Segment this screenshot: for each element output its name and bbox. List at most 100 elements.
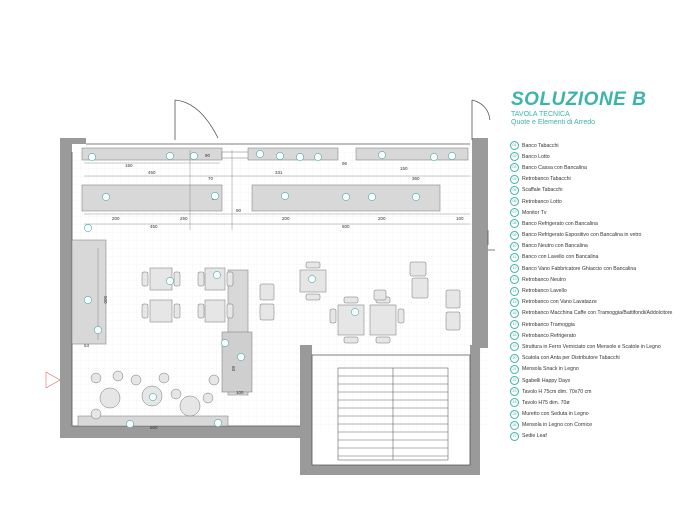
- chair: [305, 293, 321, 301]
- page-title: SOLUZIONE B: [511, 89, 647, 110]
- element-marker: [412, 193, 420, 201]
- front-counters: [81, 147, 469, 161]
- chair: [411, 277, 429, 299]
- element-marker: [281, 192, 289, 200]
- dim-label: 200: [282, 216, 290, 221]
- legend-label: Monitor Tv: [522, 209, 547, 216]
- legend-number: 02: [510, 152, 519, 162]
- legend-number: 19: [510, 342, 519, 352]
- dim-label: 96: [342, 161, 348, 166]
- legend-number: 06: [510, 197, 519, 207]
- legend-label: Retrobanco Lavello: [522, 288, 567, 295]
- legend-label: Sgabelli Happy Days: [522, 377, 571, 384]
- stool: [112, 370, 124, 382]
- stool: [208, 374, 220, 386]
- stairs: [337, 367, 449, 461]
- element-marker: [84, 296, 92, 304]
- element-markers: [84, 150, 456, 428]
- element-marker: [314, 153, 322, 161]
- legend-label: Retrobanco Neutro: [522, 276, 566, 283]
- legend-label: Banco Cassa con Bancalina: [522, 164, 587, 171]
- chair: [397, 308, 405, 324]
- dim-label: 90: [236, 208, 242, 213]
- element-marker: [368, 193, 376, 201]
- legend-label: Muretto con Seduta in Legno: [522, 411, 589, 418]
- chair: [226, 271, 234, 287]
- stool: [202, 392, 214, 404]
- side-bench: [71, 239, 107, 345]
- legend-number: 09: [510, 230, 519, 240]
- dim-label: 100: [456, 216, 464, 221]
- element-marker: [213, 271, 221, 279]
- legend-label: Banco Refrigerato con Bancalina: [522, 220, 598, 227]
- legend-number: 04: [510, 174, 519, 184]
- chair: [259, 303, 275, 321]
- chair: [373, 289, 387, 301]
- chair: [409, 261, 427, 277]
- stool: [130, 374, 142, 386]
- legend-number: 15: [510, 297, 519, 307]
- stool: [170, 388, 182, 400]
- dim-label: 600: [342, 224, 350, 229]
- subtitle-2: Quote e Elementi di Arredo: [511, 119, 596, 126]
- element-marker: [430, 153, 438, 161]
- title-block: SOLUZIONE B TAVOLA TECNICA Quote e Eleme…: [511, 89, 691, 127]
- legend-label: Retrobanco Tramoggia: [522, 321, 575, 328]
- legend-number: 23: [510, 387, 519, 397]
- legend-number: 07: [510, 208, 519, 218]
- entrance-door: [45, 371, 61, 389]
- element-marker: [166, 152, 174, 160]
- legend-label: Mensola Snack in Legno: [522, 366, 579, 373]
- element-marker: [214, 419, 222, 427]
- stool: [90, 408, 102, 420]
- element-marker: [448, 152, 456, 160]
- legend-number: 01: [510, 141, 519, 151]
- element-marker: [351, 308, 359, 316]
- element-marker: [102, 193, 110, 201]
- legend-number: 13: [510, 275, 519, 285]
- legend-label: Banco Tabacchi: [522, 142, 559, 149]
- element-marker: [308, 275, 316, 283]
- walls: [60, 138, 488, 475]
- chair: [375, 336, 391, 344]
- dim-label: 90: [205, 153, 211, 158]
- element-marker: [149, 393, 157, 401]
- legend-number: 03: [510, 163, 519, 173]
- square-table: [369, 304, 397, 336]
- legend-number: 21: [510, 364, 519, 374]
- legend-number: 12: [510, 264, 519, 274]
- legend-label: Retrobanco Lotto: [522, 198, 562, 205]
- element-marker: [296, 153, 304, 161]
- legend-number: 08: [510, 219, 519, 229]
- element-marker: [166, 277, 174, 285]
- legend-number: 24: [510, 398, 519, 408]
- legend-label: Retrobanco con Vano Lavatazze: [522, 299, 597, 306]
- element-marker: [190, 152, 198, 160]
- dim-label: 360: [412, 176, 420, 181]
- chair: [197, 303, 205, 319]
- legend-label: Sedie Leaf: [522, 433, 547, 440]
- chair: [329, 308, 337, 324]
- chair: [141, 303, 149, 319]
- chair: [197, 271, 205, 287]
- legend-label: Retrobanco Macchina Caffe con Tramoggia/…: [522, 310, 673, 317]
- square-table: [149, 299, 173, 323]
- dim-label: 100: [236, 390, 244, 395]
- legend-number: 22: [510, 376, 519, 386]
- dim-label: 250: [180, 216, 188, 221]
